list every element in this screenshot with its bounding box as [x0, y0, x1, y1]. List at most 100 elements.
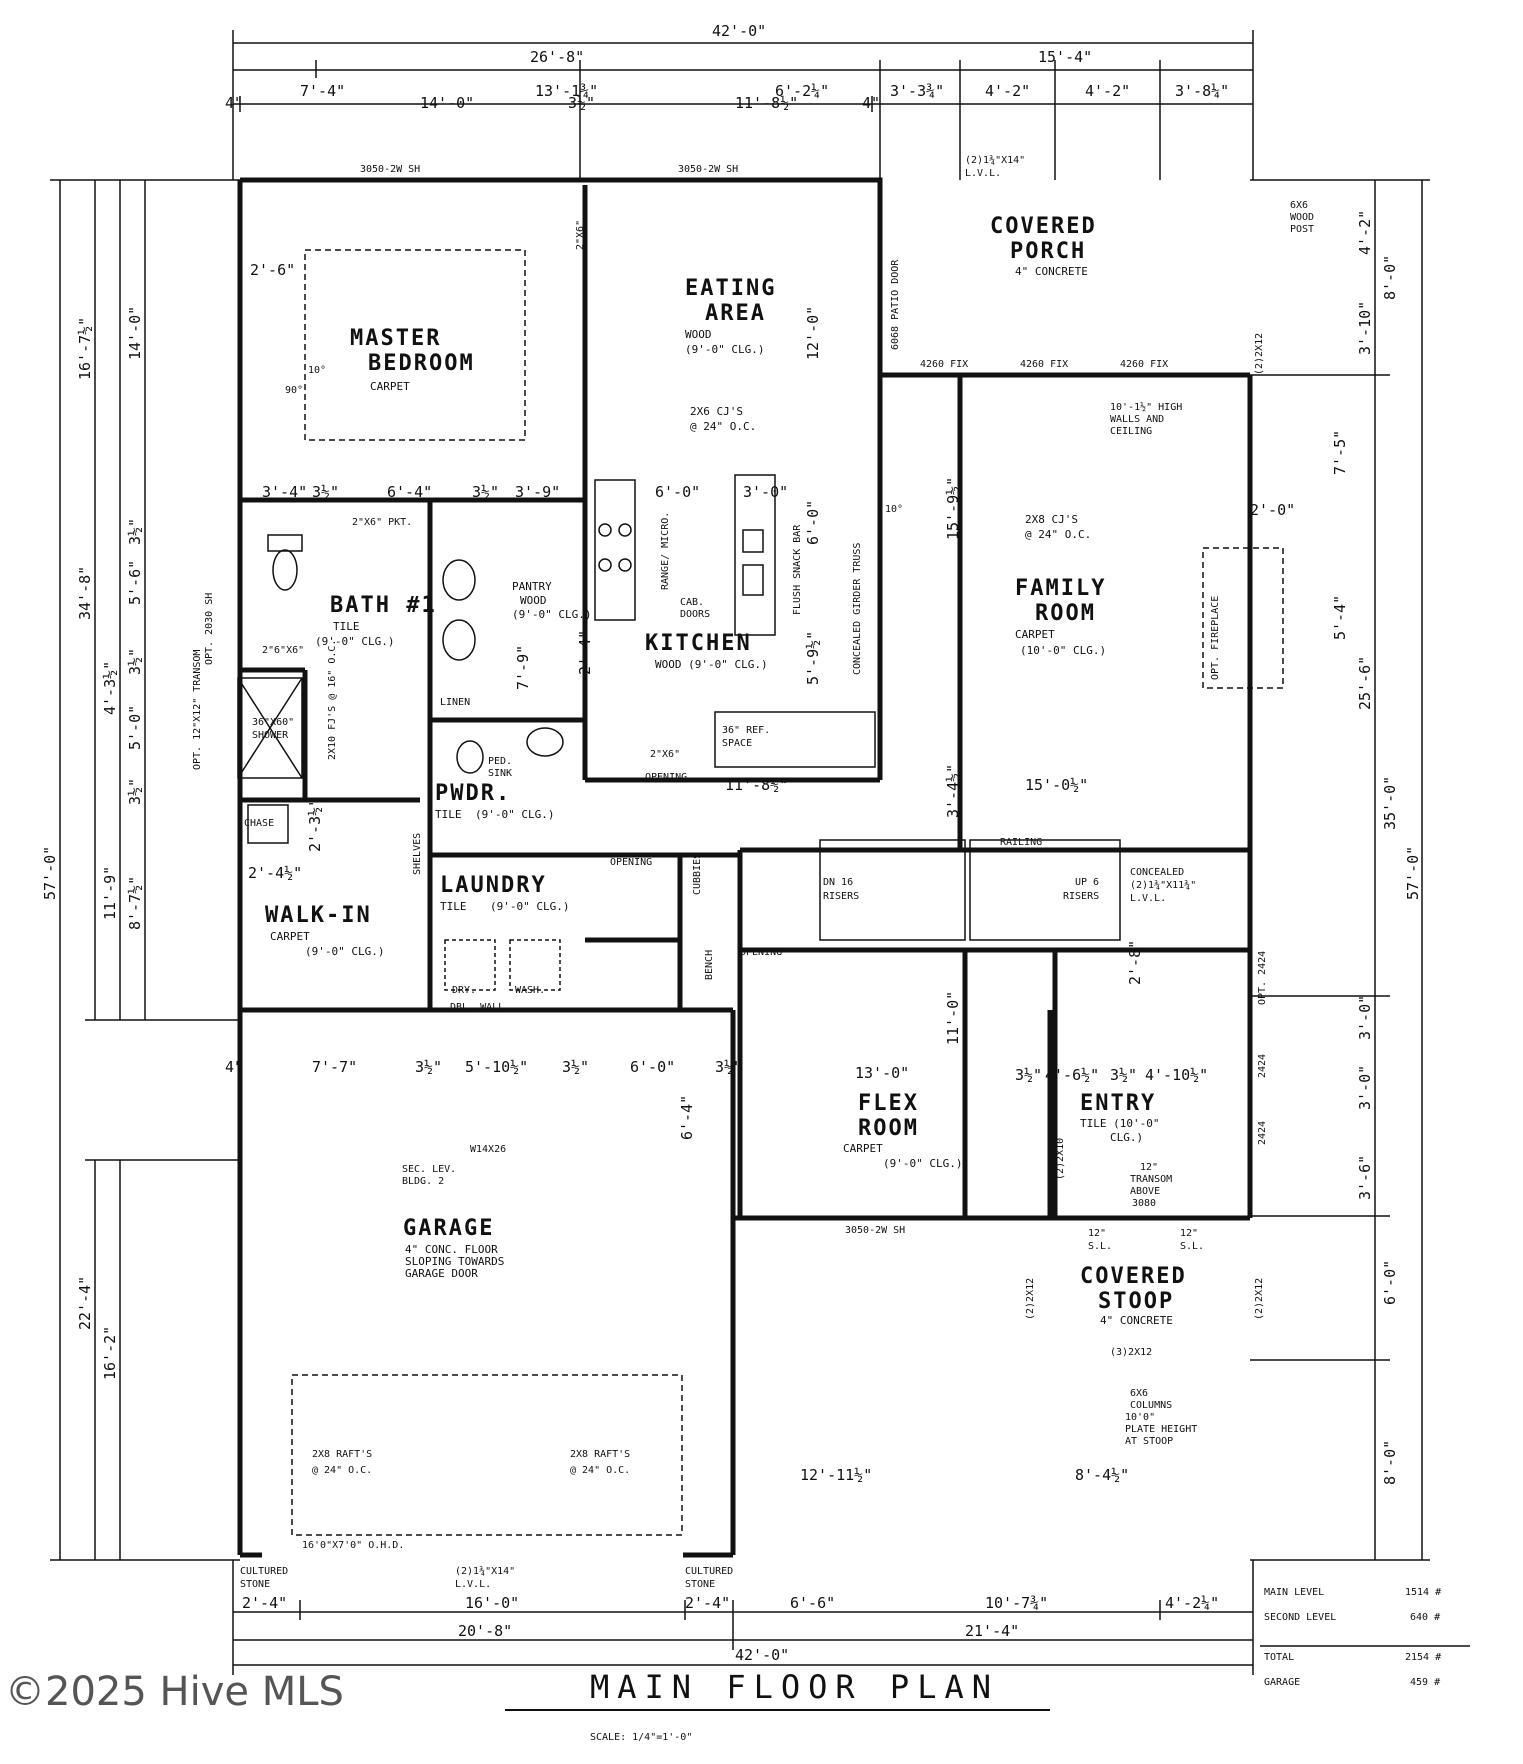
flex-floor: CARPET	[843, 1142, 883, 1155]
family-floor: CARPET	[1015, 628, 1055, 641]
fam-v: 15'-9½"	[944, 477, 962, 540]
gar-dim-1: 7'-7"	[312, 1058, 357, 1076]
left-dim-9: 11'-9"	[101, 866, 119, 920]
linen: LINEN	[440, 697, 470, 708]
beam-w-2: SEC. LEV.	[402, 1164, 456, 1175]
porch-name-1: COVERED	[990, 214, 1097, 239]
garage-beam-2: L.V.L.	[455, 1579, 491, 1590]
dimension-lines	[50, 30, 1430, 1675]
bottom-dim-2: 2'-4"	[685, 1594, 730, 1612]
sidelight-1: 12"	[1088, 1228, 1106, 1239]
win-eating: 3050-2W SH	[678, 164, 738, 175]
entry-ceiling: CLG.)	[1110, 1131, 1143, 1144]
plate-2: PLATE HEIGHT	[1125, 1424, 1197, 1435]
garage-name: GARAGE	[403, 1216, 494, 1241]
master-name-1: MASTER	[350, 326, 441, 351]
watermark: ©2025 Hive MLS	[5, 1669, 344, 1715]
beam-w: W14X26	[470, 1144, 506, 1155]
mid-dim-e: 3'-9"	[515, 483, 560, 501]
header-2x12-b: (2)2X12	[1025, 1278, 1036, 1320]
plan-scale: SCALE: 1/4"=1'-0"	[590, 1732, 692, 1743]
mid-dim-a: 3'-4"	[262, 483, 307, 501]
top-dim-2: 6'-2¼"	[775, 82, 829, 100]
fix-2: 4260 FIX	[1020, 359, 1068, 370]
bottom-dim-1: 16'-0"	[465, 1594, 519, 1612]
snack-bar: FLUSH SNACK BAR	[792, 524, 803, 615]
deg-10: 10°	[308, 365, 326, 376]
mid-dim-b: 3½"	[312, 483, 339, 501]
kit-6: 6'-0"	[655, 483, 700, 501]
pwdr-ceiling: (9'-0" CLG.)	[475, 808, 554, 821]
eating-spacing: @ 24" O.C.	[690, 420, 756, 433]
right-dim-4: 5'-4"	[1331, 595, 1349, 640]
bottom-total: 42'-0"	[735, 1646, 789, 1664]
sidelight-2b: S.L.	[1180, 1241, 1204, 1252]
ent-dim-1: 4'-6½"	[1045, 1066, 1099, 1084]
top-dim-1: 13'-1¾"	[535, 82, 598, 100]
room-labels: MASTER BEDROOM CARPET EATING AREA WOOD (…	[265, 214, 1185, 1327]
flex-ceiling: (9'-0" CLG.)	[883, 1157, 962, 1170]
bottom-dim-0: 2'-4"	[242, 1594, 287, 1612]
plan-title: MAIN FLOOR PLAN	[590, 1668, 999, 1706]
window-marks	[340, 178, 1190, 1220]
door-2x6: 2"X6"	[575, 220, 586, 250]
right-dim-5: 25'-6"	[1356, 656, 1374, 710]
area-total-val: 2154 #	[1405, 1652, 1441, 1663]
kitchen-name: KITCHEN	[645, 631, 752, 656]
columns: 6X6	[1130, 1388, 1148, 1399]
win-2424-c: 2424	[1257, 1121, 1268, 1145]
right-dim-2: 3'-10"	[1356, 301, 1374, 355]
right-dim-0: 4'-2"	[1356, 210, 1374, 255]
lower-h2: 8'-4½"	[1075, 1466, 1129, 1484]
pwdr-name: PWDR.	[435, 781, 511, 806]
right-dim-6: 35'-0"	[1381, 776, 1399, 830]
overall-dims: 42'-0" 26'-8" 15'-4" 7'-4" 13'-1¾" 6'-2¼…	[41, 22, 1422, 1664]
transom: OPT. 12"X12" TRANSOM	[192, 650, 203, 770]
shower-2: SHOWER	[252, 730, 289, 741]
kit-3: 3'-0"	[743, 483, 788, 501]
right-dim-1: 8'-0"	[1381, 255, 1399, 300]
area-garage-val: 459 #	[1410, 1677, 1440, 1688]
hall-h2: 15'-0½"	[1025, 776, 1088, 794]
area-table: MAIN LEVEL 1514 # SECOND LEVEL 640 # TOT…	[1260, 1587, 1470, 1688]
title-block: MAIN FLOOR PLAN SCALE: 1/4"=1'-0" ©2025 …	[5, 1668, 1050, 1743]
top-dim-4: 4'-2"	[985, 82, 1030, 100]
garage-beam: (2)1¾"X14"	[455, 1565, 515, 1577]
opening-size-1: 2"X6"	[650, 749, 680, 760]
family-ceiling: (10'-0" CLG.)	[1020, 644, 1106, 657]
bottom-dim-3: 6'-6"	[790, 1594, 835, 1612]
eating-name-2: AREA	[705, 301, 766, 326]
concealed: CONCEALED	[1130, 867, 1184, 878]
opening-1: OPENING	[645, 772, 687, 783]
garage-note-3: GARAGE DOOR	[405, 1267, 478, 1280]
right-total: 57'-0"	[1404, 846, 1422, 900]
cubbies: CUBBIES	[692, 853, 703, 895]
right-dim-7: 3'-0"	[1356, 995, 1374, 1040]
right-dim-9: 3'-6"	[1356, 1155, 1374, 1200]
gar-dim-0: 4"	[225, 1058, 243, 1076]
ent-v: 2'-8"	[1126, 940, 1144, 985]
post-3: POST	[1290, 224, 1314, 235]
win-master: 3050-2W SH	[360, 164, 420, 175]
dryer: DRY.	[452, 985, 476, 996]
raft-2: 2X8 RAFT'S	[570, 1449, 630, 1460]
mid-dim-c: 6'-4"	[387, 483, 432, 501]
mid-dim-d: 3½"	[472, 483, 499, 501]
stoop-beam: (3)2X12	[1110, 1347, 1152, 1358]
top-inner-4: 4"	[862, 94, 880, 112]
pantry-ceiling: (9'-0" CLG.)	[512, 608, 591, 621]
columns-2: COLUMNS	[1130, 1400, 1172, 1411]
top-dim-5: 4'-2"	[1085, 82, 1130, 100]
hall-h: 11'-8½"	[725, 776, 788, 794]
top-left: 26'-8"	[530, 48, 584, 66]
eating-ceiling: (9'-0" CLG.)	[685, 343, 764, 356]
transom-e-4: 3080	[1132, 1198, 1156, 1209]
top-inner-2: 3½"	[568, 94, 595, 112]
stoop-floor: 4" CONCRETE	[1100, 1314, 1173, 1327]
pantry-v: 7'-9"	[514, 645, 532, 690]
cab: CAB.	[680, 597, 704, 608]
porch-beam: (2)1¾"X14"	[965, 154, 1025, 166]
header-2x10: (2)2X10	[1055, 1138, 1066, 1180]
bath-name: BATH #1	[330, 593, 437, 618]
flex-v: 11'-0"	[944, 991, 962, 1045]
